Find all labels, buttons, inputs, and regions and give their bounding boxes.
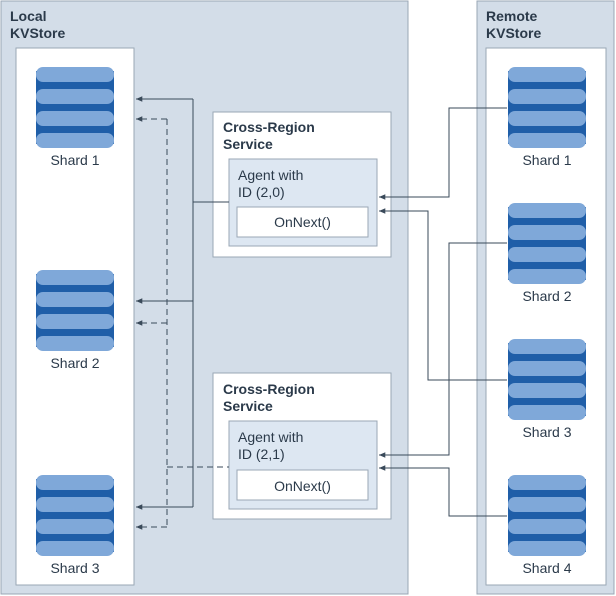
agent-1-onnext-label: OnNext() xyxy=(274,214,331,230)
service-2-title-line2: Service xyxy=(223,398,273,414)
remote-kvstore-title-line1: Remote xyxy=(486,8,538,24)
service-2-title-line1: Cross-Region xyxy=(223,381,315,397)
remote-shards: Shard 1 Shard 2 Shard 3 Shard 4 xyxy=(508,67,586,576)
service-1-title-line1: Cross-Region xyxy=(223,119,315,135)
service-1-title-line2: Service xyxy=(223,136,273,152)
agent-2-label-line1: Agent with xyxy=(238,429,303,445)
remote-shard-2-label: Shard 2 xyxy=(522,288,571,304)
arrow-remote-shard-1-to-agent-1 xyxy=(379,107,507,200)
database-icon xyxy=(36,270,114,351)
arrow-remote-shard-2-to-agent-2 xyxy=(379,242,507,458)
local-kvstore-title-line2: KVStore xyxy=(10,25,65,41)
local-kvstore-title-line1: Local xyxy=(10,8,47,24)
local-shard-1-label: Shard 1 xyxy=(50,152,99,168)
database-icon xyxy=(36,67,114,148)
remote-shard-3: Shard 3 xyxy=(508,339,586,440)
local-shard-3: Shard 3 xyxy=(36,475,114,576)
arrow-remote-shard-3-to-agent-1 xyxy=(379,208,507,381)
agent-1-connectors xyxy=(136,96,229,510)
local-shard-2: Shard 2 xyxy=(36,270,114,371)
agent-2-connectors xyxy=(136,116,229,530)
agent-1-label-line2: ID (2,0) xyxy=(238,184,285,200)
remote-shard-3-label: Shard 3 xyxy=(522,424,571,440)
agent-2-label-line2: ID (2,1) xyxy=(238,446,285,462)
database-icon xyxy=(508,475,586,556)
remote-shard-1: Shard 1 xyxy=(508,67,586,168)
local-shard-2-label: Shard 2 xyxy=(50,355,99,371)
agent-1-onnext-box xyxy=(236,206,369,238)
database-icon xyxy=(508,203,586,284)
remote-kvstore-title-line2: KVStore xyxy=(486,25,541,41)
agent-2-onnext-box xyxy=(236,469,369,501)
remote-shard-2: Shard 2 xyxy=(508,203,586,304)
database-icon xyxy=(508,339,586,420)
remote-shard-4-label: Shard 4 xyxy=(522,560,571,576)
database-icon xyxy=(36,475,114,556)
local-shard-3-label: Shard 3 xyxy=(50,560,99,576)
agent-2-onnext-label: OnNext() xyxy=(274,478,331,494)
local-shards: Shard 1 Shard 2 Shard 3 xyxy=(36,67,114,576)
remote-shard-4: Shard 4 xyxy=(508,475,586,576)
agent-1-label-line1: Agent with xyxy=(238,167,303,183)
remote-connectors xyxy=(379,107,507,517)
arrow-remote-shard-4-to-agent-2 xyxy=(379,465,507,517)
local-shard-1: Shard 1 xyxy=(36,67,114,168)
database-icon xyxy=(508,67,586,148)
remote-shard-1-label: Shard 1 xyxy=(522,152,571,168)
